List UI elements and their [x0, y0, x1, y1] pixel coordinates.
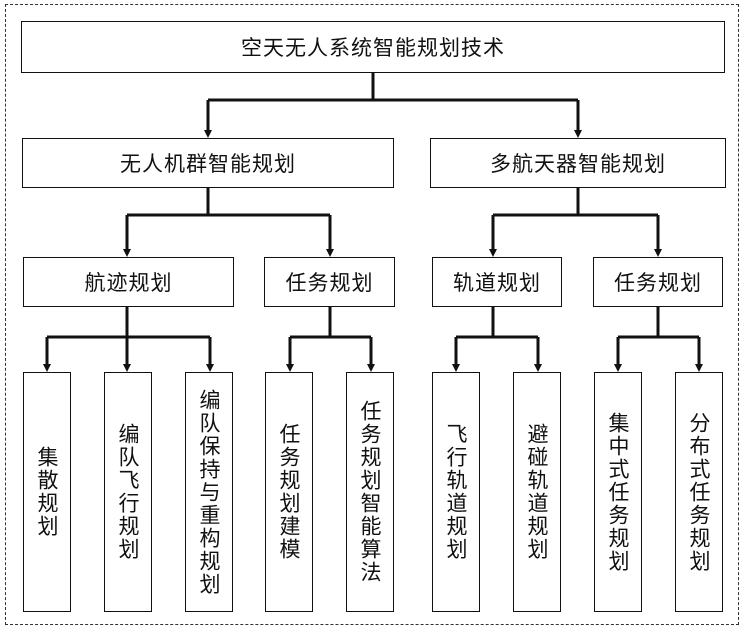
- leaf-collision-avoidance-planning: 避碰轨道规划: [513, 372, 561, 612]
- leaf-formation-keeping-planning-label: 编队保持与重构规划: [197, 388, 221, 596]
- node-track-planning-label: 航迹规划: [84, 271, 173, 295]
- leaf-collision-avoidance-planning-label: 避碰轨道规划: [525, 423, 549, 561]
- node-track-planning: 航迹规划: [23, 257, 234, 307]
- leaf-formation-keeping-planning: 编队保持与重构规划: [185, 372, 233, 612]
- leaf-formation-flight-planning: 编队飞行规划: [104, 372, 152, 612]
- node-uav-task-planning: 任务规划: [264, 257, 395, 307]
- leaf-formation-flight-planning-label: 编队飞行规划: [116, 423, 140, 561]
- root-node-label: 空天无人系统智能规划技术: [241, 36, 505, 60]
- node-spacecraft-task-planning: 任务规划: [593, 257, 723, 307]
- leaf-flight-orbit-planning-label: 飞行轨道规划: [444, 423, 468, 561]
- leaf-task-planning-modeling: 任务规划建模: [265, 372, 313, 612]
- node-uav-swarm-planning: 无人机群智能规划: [22, 138, 394, 188]
- leaf-distributed-task-planning-label: 分布式任务规划: [687, 411, 711, 573]
- node-orbit-planning: 轨道规划: [432, 257, 562, 307]
- node-uav-swarm-planning-label: 无人机群智能规划: [120, 152, 296, 176]
- leaf-flight-orbit-planning: 飞行轨道规划: [432, 372, 480, 612]
- leaf-task-planning-algorithm-label: 任务规划智能算法: [358, 400, 382, 584]
- leaf-dispersal-planning-label: 集散规划: [35, 446, 59, 538]
- root-node: 空天无人系统智能规划技术: [21, 21, 725, 73]
- leaf-task-planning-algorithm: 任务规划智能算法: [346, 372, 394, 612]
- node-spacecraft-task-planning-label: 任务规划: [614, 271, 702, 295]
- leaf-distributed-task-planning: 分布式任务规划: [675, 372, 723, 612]
- node-uav-task-planning-label: 任务规划: [285, 271, 374, 295]
- leaf-centralized-task-planning: 集中式任务规划: [594, 372, 642, 612]
- node-orbit-planning-label: 轨道规划: [453, 271, 541, 295]
- diagram-frame: [5, 4, 739, 625]
- leaf-centralized-task-planning-label: 集中式任务规划: [606, 411, 630, 573]
- leaf-dispersal-planning: 集散规划: [23, 372, 71, 612]
- node-multi-spacecraft-planning: 多航天器智能规划: [430, 138, 726, 188]
- node-multi-spacecraft-planning-label: 多航天器智能规划: [490, 152, 666, 176]
- leaf-task-planning-modeling-label: 任务规划建模: [277, 423, 301, 561]
